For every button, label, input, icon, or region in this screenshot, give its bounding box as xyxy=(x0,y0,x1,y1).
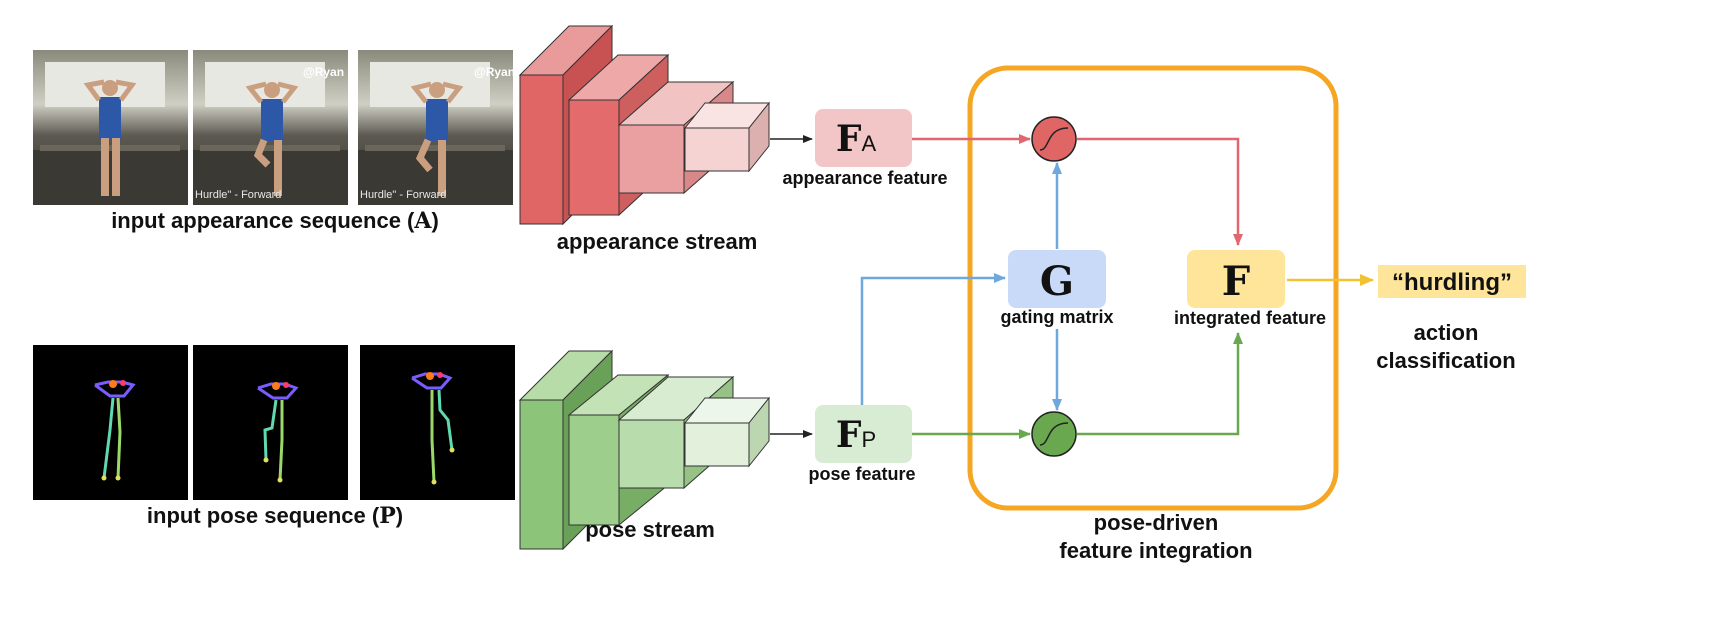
sigmoid-appearance xyxy=(1031,116,1077,162)
pose-stream-label: pose stream xyxy=(585,517,715,542)
appearance-frame-2: @Ryan Hurdle" - Forward xyxy=(193,50,348,205)
feature-p-symbol: FP xyxy=(836,414,876,456)
feature-p-label: pose feature xyxy=(808,464,915,484)
gating-symbol: G xyxy=(1040,258,1074,305)
pose-frames xyxy=(33,345,515,500)
appearance-input-caption: input appearance sequence (A) xyxy=(111,208,439,234)
feature-a-box xyxy=(815,109,912,167)
feature-a-symbol: FA xyxy=(836,118,877,160)
appearance-stream-label: appearance stream xyxy=(557,229,758,254)
integration-label-line2: feature integration xyxy=(1059,538,1252,563)
classification-line1: action xyxy=(1414,320,1479,345)
pose-input-caption: input pose sequence (P) xyxy=(147,503,403,529)
arrow-sigmoid-to-f-pose xyxy=(1077,332,1243,436)
frame-caption-3: Hurdle" - Forward xyxy=(360,189,446,201)
pose-stream-network xyxy=(518,349,771,551)
appearance-frame-3: @Ryan Hurdle" - Forward xyxy=(358,50,515,205)
pose-frame-2 xyxy=(193,345,348,500)
output-label: “hurdling” xyxy=(1392,269,1512,296)
pose-frame-3 xyxy=(360,345,515,500)
appearance-frames: @Ryan Hurdle" - Forward @Ryan Hurdle" - … xyxy=(33,50,515,205)
pose-frame-1 xyxy=(33,345,188,500)
appearance-stream-network xyxy=(518,24,771,226)
frame-caption-2: Hurdle" - Forward xyxy=(195,189,281,201)
output-box xyxy=(1378,265,1526,298)
integration-box xyxy=(967,65,1339,511)
feature-a-label: appearance feature xyxy=(782,168,947,188)
classification-line2: classification xyxy=(1376,348,1515,373)
integrated-box xyxy=(1187,250,1285,308)
gating-box xyxy=(1008,250,1106,308)
appearance-frame-1 xyxy=(33,50,188,205)
integration-label-line1: pose-driven xyxy=(1094,510,1219,535)
watermark: @Ryan xyxy=(303,65,344,79)
arrow-fp-to-g xyxy=(860,273,1006,405)
sigmoid-pose xyxy=(1031,411,1077,457)
integrated-symbol: F xyxy=(1222,258,1250,305)
watermark-2: @Ryan xyxy=(474,65,515,79)
arrow-sigmoid-to-f xyxy=(1077,137,1243,246)
feature-p-box xyxy=(815,405,912,463)
gating-label: gating matrix xyxy=(1000,307,1113,327)
integrated-label: integrated feature xyxy=(1174,308,1326,328)
